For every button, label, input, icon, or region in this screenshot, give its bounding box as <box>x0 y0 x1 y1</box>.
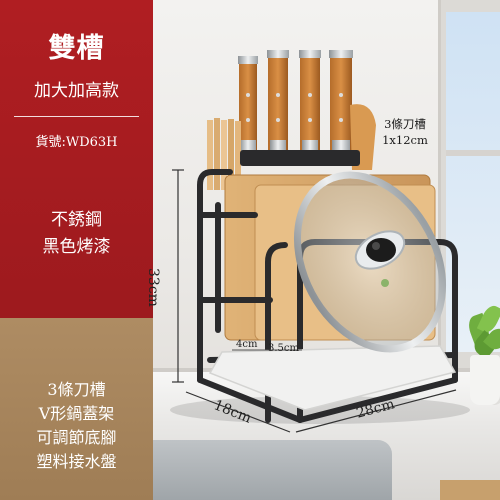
model-number: 貨號:WD63H <box>35 135 118 150</box>
pot-lid <box>293 171 447 353</box>
panel-divider <box>14 116 139 117</box>
knife-slot-label: 3條刀槽 1x12cm <box>368 116 442 148</box>
dimension-lines <box>172 169 457 433</box>
window-bar <box>446 150 500 156</box>
info-panel-bottom <box>0 318 153 500</box>
gap-a-label: 4cm <box>236 339 258 350</box>
sink <box>132 440 392 500</box>
wood-cabinet <box>440 480 500 500</box>
product-subtitle: 加大加高款 <box>34 81 119 101</box>
material-line-2: 黑色烤漆 <box>42 237 111 257</box>
chopsticks <box>207 118 241 190</box>
material-line-1: 不銹鋼 <box>51 210 102 230</box>
info-panel-top <box>0 0 153 318</box>
feature-item: 3條刀槽 <box>47 380 106 399</box>
product-title: 雙槽 <box>48 33 105 64</box>
feature-item: V形鍋蓋架 <box>38 404 115 423</box>
feature-item: 塑料接水盤 <box>36 452 117 471</box>
knife-slot-count: 3條刀槽 <box>384 117 426 131</box>
gap-b-label: 3.5cm <box>268 343 299 354</box>
height-dimension-label: 33cm <box>145 268 161 307</box>
knife-handles <box>238 50 353 158</box>
knife-slot-size: 1x12cm <box>382 133 428 147</box>
feature-item: 可調節底腳 <box>36 428 117 447</box>
